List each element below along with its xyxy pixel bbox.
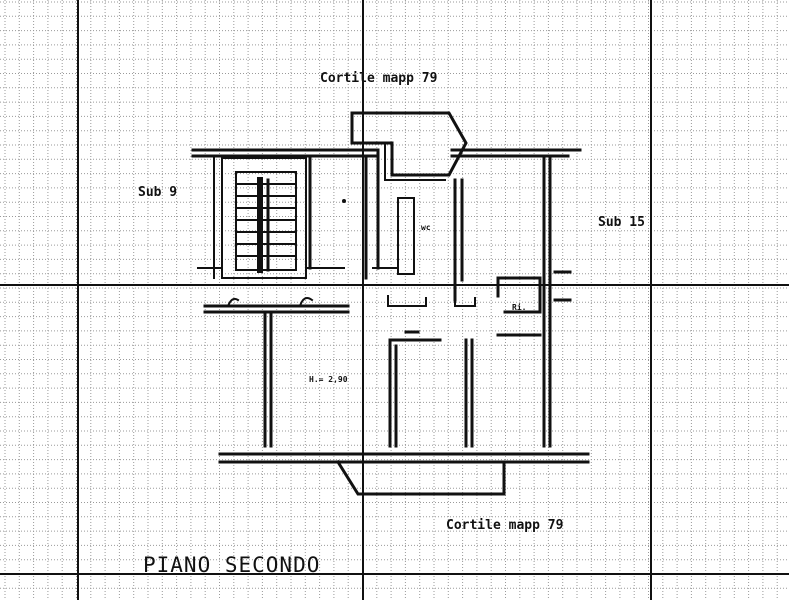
ri-closet (496, 270, 572, 337)
top-balcony (350, 111, 468, 177)
wc-fixtures (372, 197, 476, 307)
room-ri-label: Ri. (512, 303, 527, 312)
sub-left-label: Sub 9 (138, 185, 178, 200)
top-wall (191, 148, 582, 158)
room-marker (342, 199, 346, 203)
bottom-wall (218, 452, 590, 464)
bottom-balcony (335, 459, 506, 496)
sub-right-label: Sub 15 (598, 215, 645, 230)
floor-title: PIANO SECONDO (143, 553, 321, 577)
height-label: H.= 2,90 (309, 375, 348, 384)
courtyard-top-label: Cortile mapp 79 (320, 71, 438, 86)
courtyard-bottom-label: Cortile mapp 79 (446, 518, 564, 533)
room-wc-label: wc (421, 223, 431, 232)
interior-walls (263, 148, 552, 448)
staircase (197, 157, 345, 279)
mid-wall-left (203, 297, 350, 314)
lower-room-walls (388, 330, 474, 448)
